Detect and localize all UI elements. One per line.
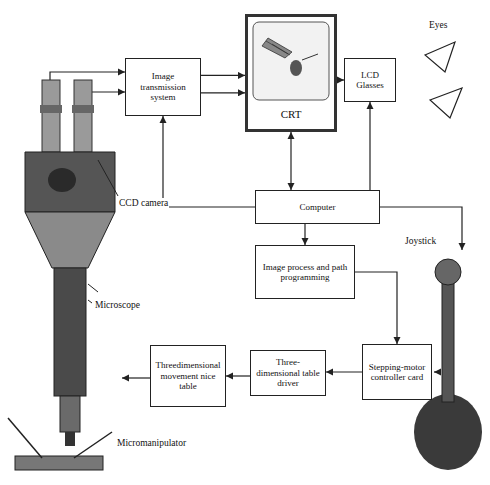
process-box: Threedimensional movement nice table	[150, 345, 226, 407]
connector-arrow	[201, 92, 245, 93]
node-text: CRT	[279, 108, 304, 121]
connector-arrow	[369, 102, 370, 190]
crt-screen	[253, 22, 329, 100]
process-box: Image transmission system	[125, 58, 201, 116]
process-box: Three-dimensional table driver	[250, 350, 326, 396]
process-box: Computer	[255, 190, 380, 224]
node-text: Image process and path programming	[260, 262, 350, 283]
node-text: Three-dimensional table driver	[255, 357, 321, 388]
node-text: Stepping-motor controller card	[367, 362, 427, 383]
microscope-drawing	[8, 80, 118, 470]
joystick-signal	[434, 371, 440, 372]
node-text: LCD Glasses	[349, 70, 391, 91]
connector-arrow	[201, 75, 245, 76]
connector-arrow	[163, 116, 255, 207]
part-label: Micromanipulator	[116, 438, 187, 448]
connector-arrow	[355, 272, 397, 344]
connector-arrow	[326, 371, 362, 372]
node-text: Computer	[300, 202, 336, 212]
process-box: Image process and path programming	[255, 245, 355, 299]
crt-monitor: CRT	[245, 14, 337, 132]
part-label: CCD camera	[118, 198, 169, 208]
part-label: Joystick	[404, 236, 437, 246]
part-label: Eyes	[428, 20, 448, 30]
process-box: LCD Glasses	[344, 58, 396, 102]
connector-arrow	[304, 224, 305, 245]
node-text: Threedimensional movement nice table	[155, 360, 221, 391]
process-box: Stepping-motor controller card	[362, 344, 432, 400]
part-label: Microscope	[94, 300, 141, 310]
node-text: Image transmission system	[130, 71, 196, 102]
connector-arrow	[290, 132, 291, 190]
eyes-symbol	[425, 42, 462, 118]
joystick-signal	[380, 207, 462, 250]
connector-arrow	[226, 375, 250, 376]
drive-arrow	[122, 377, 150, 378]
connector-arrow	[337, 79, 344, 80]
